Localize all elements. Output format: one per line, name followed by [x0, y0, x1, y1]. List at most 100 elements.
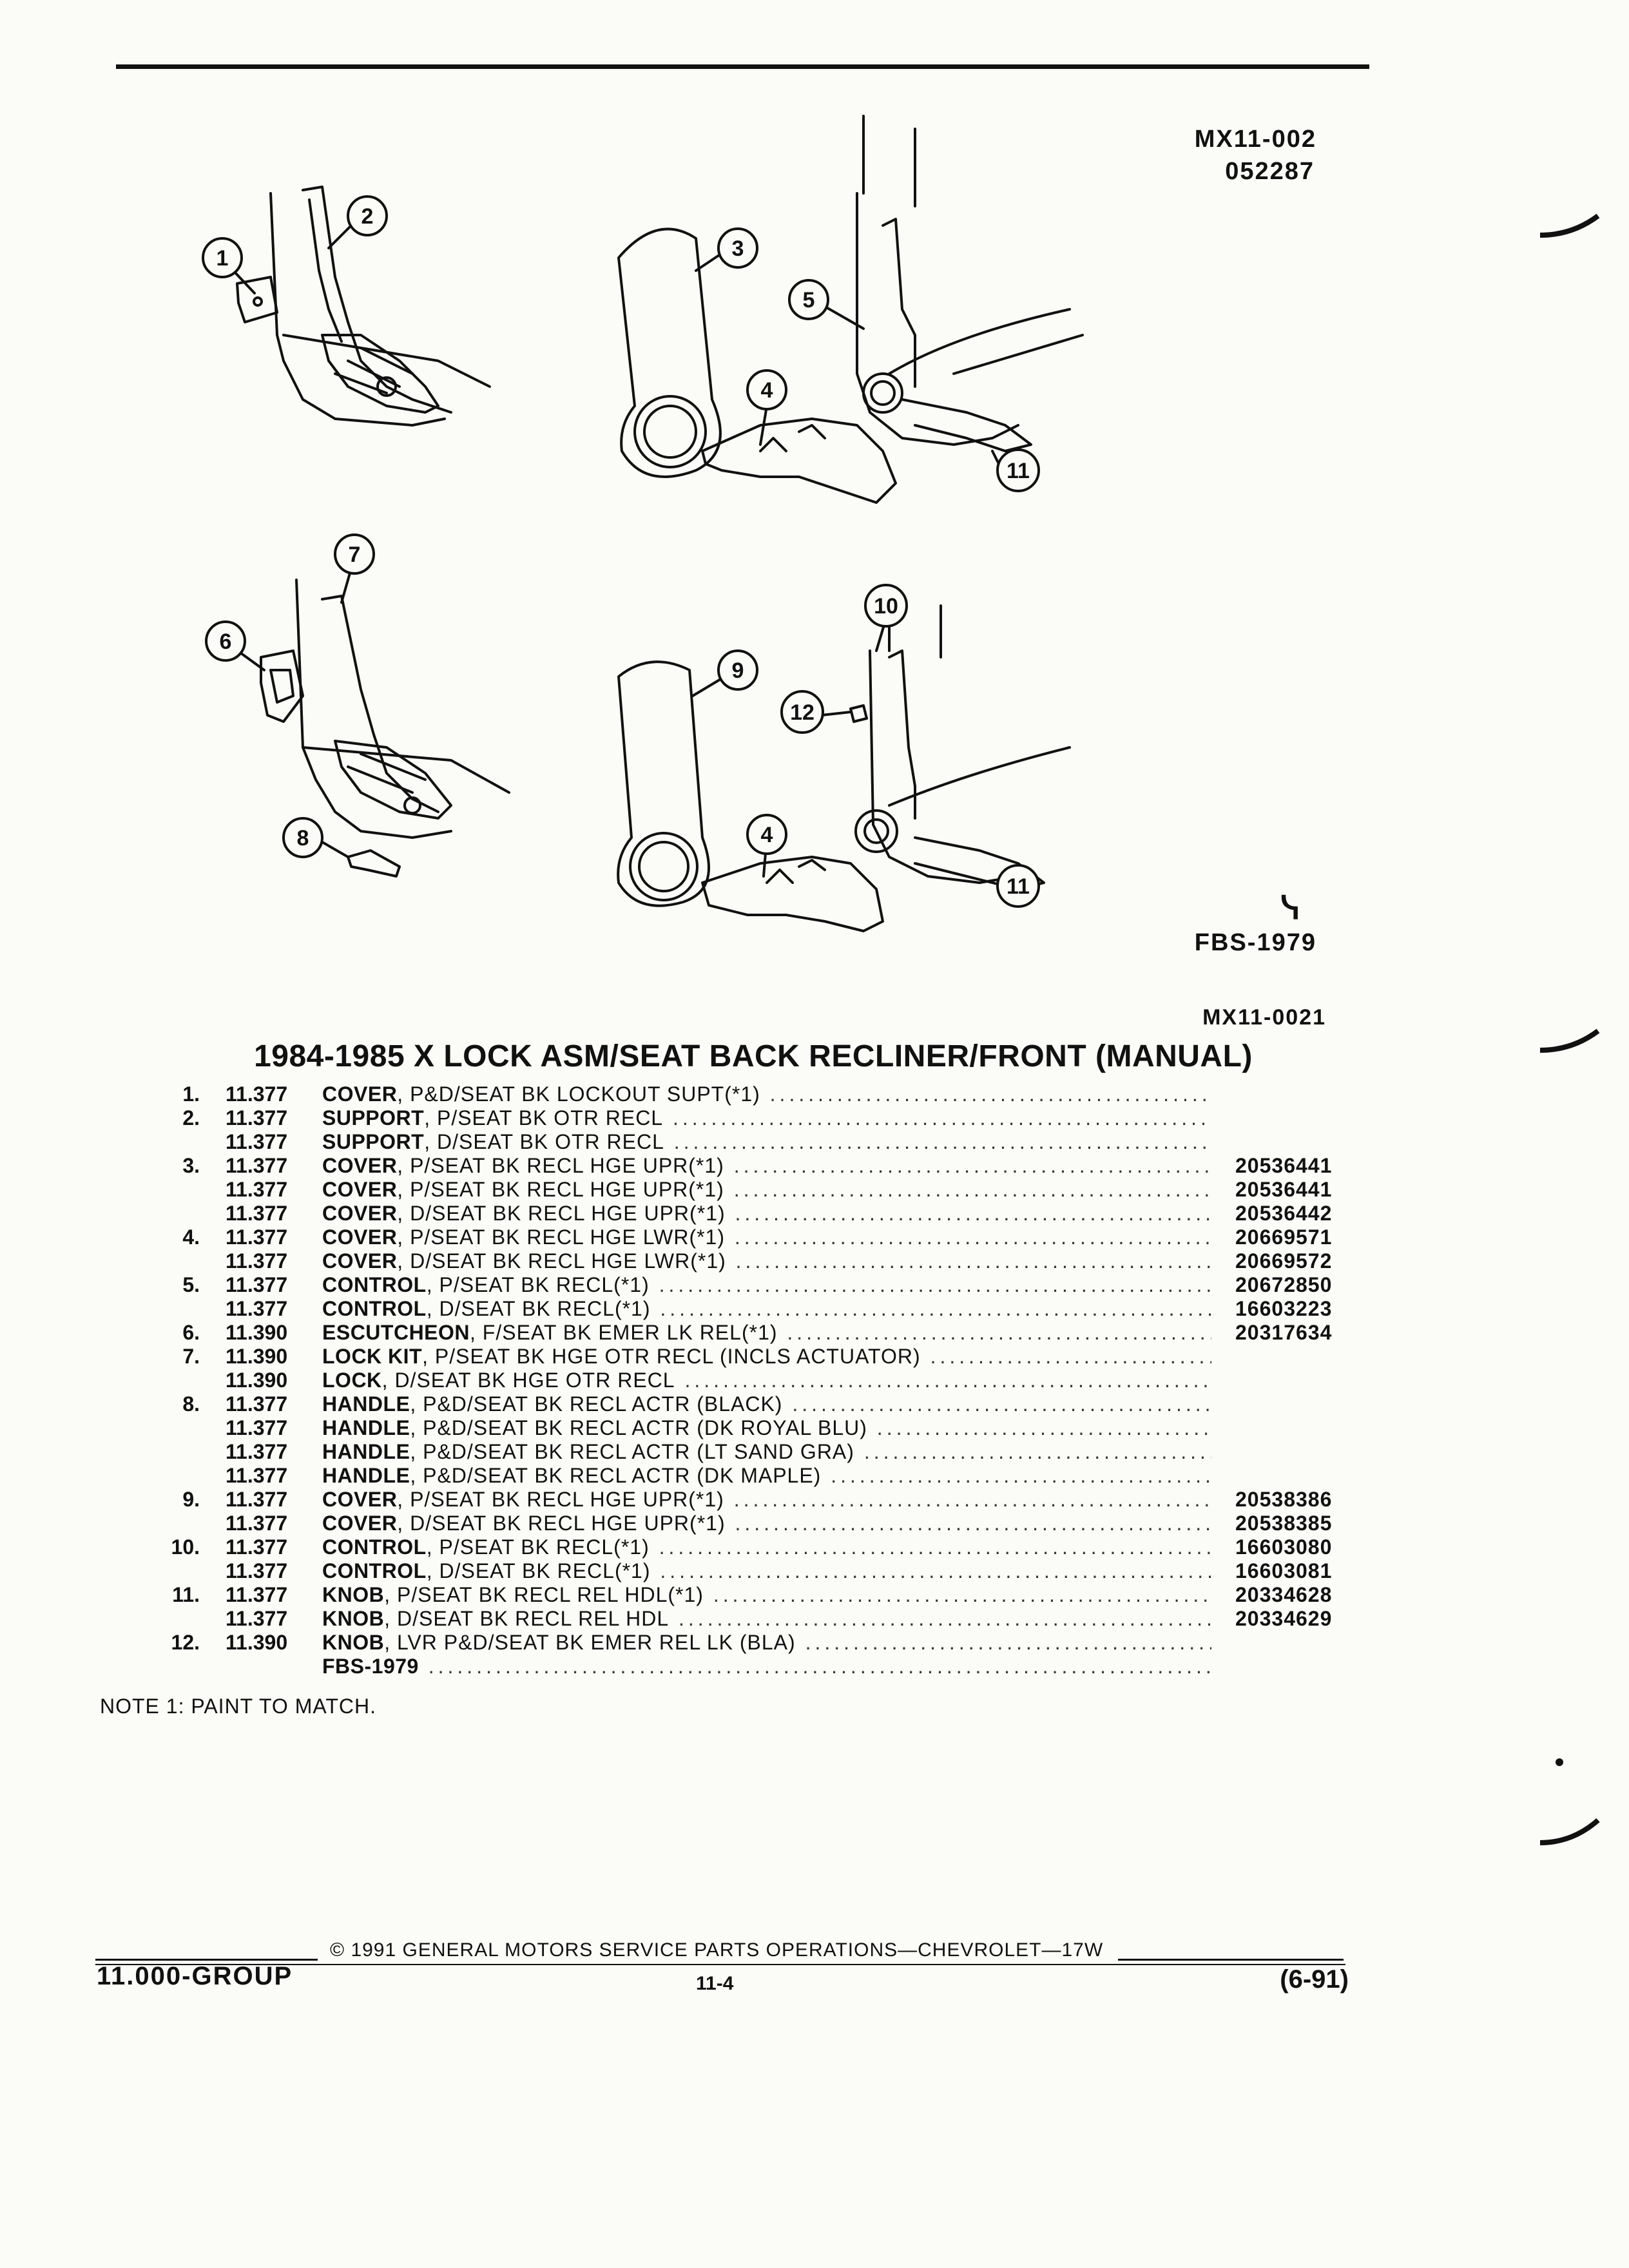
parts-row: 5. 11.377 CONTROL, P/SEAT BK RECL(*1) ..… [0, 1273, 1629, 1297]
part-number: 20536442 [1235, 1202, 1333, 1225]
footer-rule [95, 1964, 1345, 1965]
part-name: COVER [322, 1202, 398, 1225]
section-code: MX11-0021 [1202, 1005, 1326, 1030]
part-description: COVER, P/SEAT BK RECL HGE LWR(*1) ......… [322, 1225, 1211, 1249]
section-title-text: 1984-1985 X LOCK ASM/SEAT BACK RECLINER/… [254, 1039, 1253, 1073]
parts-row: FBS-1979 ...............................… [0, 1655, 1629, 1678]
part-name: LOCK KIT [322, 1345, 423, 1368]
callout-label: 12 [790, 700, 815, 725]
callout-7 [334, 533, 375, 575]
parts-row: 11.377 CONTROL, D/SEAT BK RECL(*1) .....… [0, 1297, 1629, 1321]
part-name: ESCUTCHEON [322, 1321, 470, 1344]
part-description: HANDLE, P&D/SEAT BK RECL ACTR (BLACK) ..… [322, 1392, 1211, 1416]
item-number: 5. [182, 1273, 200, 1296]
section-title: 1984-1985 X LOCK ASM/SEAT BACK RECLINER/… [0, 1039, 1629, 1074]
part-name: HANDLE [322, 1464, 410, 1487]
part-name: FBS-1979 [322, 1655, 419, 1678]
leader-dots: ........................................… [792, 1392, 1211, 1416]
part-name: COVER [322, 1512, 398, 1535]
leader-dots: ........................................… [660, 1559, 1211, 1582]
part-description: CONTROL, P/SEAT BK RECL(*1) ............… [322, 1535, 1211, 1559]
emergency-release-knob-part-12 [849, 704, 868, 723]
part-description: KNOB, LVR P&D/SEAT BK EMER REL LK (BLA) … [322, 1631, 1211, 1655]
outer-support-ul [302, 186, 414, 401]
part-name: HANDLE [322, 1392, 410, 1416]
parts-row: 7. 11.390 LOCK KIT, P/SEAT BK HGE OTR RE… [0, 1345, 1629, 1369]
leader-dots: ........................................… [672, 1106, 1211, 1129]
part-description: FBS-1979 ...............................… [322, 1655, 1211, 1678]
leader-dots: ........................................… [733, 1488, 1211, 1511]
part-detail: , P/SEAT BK RECL HGE LWR(*1) [397, 1225, 725, 1249]
leader-dots: ........................................… [930, 1345, 1211, 1368]
part-description: LOCK, D/SEAT BK HGE OTR RECL ...........… [322, 1369, 1211, 1392]
part-detail: , P&D/SEAT BK RECL ACTR (DK MAPLE) [410, 1464, 822, 1487]
callout-1 [202, 237, 243, 278]
leader-dots: ........................................… [735, 1249, 1211, 1273]
hinge-cover-upper-part-9 [617, 660, 710, 907]
item-number: 6. [182, 1321, 200, 1344]
leader-dots: ........................................… [679, 1607, 1211, 1630]
group-number: 11.390 [226, 1631, 288, 1654]
callout-8 [282, 817, 323, 858]
parts-row: 6. 11.390 ESCUTCHEON, F/SEAT BK EMER LK … [0, 1321, 1629, 1345]
part-detail: , P/SEAT BK OTR RECL [424, 1106, 664, 1129]
leader-dots: ........................................… [659, 1273, 1211, 1296]
part-name: KNOB [322, 1631, 385, 1654]
callout-label: 3 [732, 236, 744, 261]
leader-dots: ........................................… [735, 1202, 1211, 1225]
group-number: 11.377 [226, 1225, 288, 1249]
item-number: 8. [182, 1392, 200, 1416]
part-detail: , F/SEAT BK EMER LK REL(*1) [470, 1321, 778, 1344]
hinge-cover-upper-part-3 [617, 227, 722, 478]
parts-row: 10. 11.377 CONTROL, P/SEAT BK RECL(*1) .… [0, 1535, 1629, 1559]
leader-dots: ........................................… [733, 1178, 1211, 1201]
parts-row: 11.377 SUPPORT, D/SEAT BK OTR RECL .....… [0, 1130, 1629, 1154]
footer-rule-left [95, 1959, 318, 1961]
illustration-date-code: 052287 [1225, 158, 1315, 185]
parts-list: 1. 11.377 COVER, P&D/SEAT BK LOCKOUT SUP… [0, 1082, 1629, 1678]
part-number: 16603080 [1235, 1535, 1333, 1559]
leader-dots: ........................................… [805, 1631, 1211, 1654]
part-name: COVER [322, 1178, 398, 1201]
callout-label: 11 [1007, 459, 1030, 483]
group-number: 11.377 [226, 1202, 288, 1225]
part-description: HANDLE, P&D/SEAT BK RECL ACTR (LT SAND G… [322, 1440, 1211, 1464]
note-text: NOTE 1: PAINT TO MATCH. [100, 1695, 376, 1718]
parts-row: 11.377 HANDLE, P&D/SEAT BK RECL ACTR (DK… [0, 1464, 1629, 1488]
part-description: COVER, D/SEAT BK RECL HGE LWR(*1) ......… [322, 1249, 1211, 1273]
group-number: 11.377 [226, 1607, 288, 1630]
part-description: COVER, P/SEAT BK RECL HGE UPR(*1) ......… [322, 1488, 1211, 1512]
parts-row: 4. 11.377 COVER, P/SEAT BK RECL HGE LWR(… [0, 1225, 1629, 1249]
part-name: CONTROL [322, 1535, 427, 1559]
leader-dots: ........................................… [659, 1535, 1211, 1559]
part-description: COVER, P/SEAT BK RECL HGE UPR(*1) ......… [322, 1154, 1211, 1178]
part-name: KNOB [322, 1607, 385, 1630]
leader-dots: ........................................… [733, 1154, 1211, 1177]
part-number: 20536441 [1235, 1154, 1333, 1177]
group-number: 11.377 [226, 1392, 288, 1416]
group-number: 11.377 [226, 1082, 288, 1106]
callout-label: 1 [217, 246, 229, 271]
callout-11b [996, 864, 1040, 908]
leader-dots: ........................................… [863, 1440, 1211, 1463]
part-name: KNOB [322, 1583, 385, 1606]
callout-label: 4 [761, 378, 773, 403]
part-number: 20334628 [1235, 1583, 1333, 1606]
escutcheon-part-6 [260, 649, 304, 723]
part-description: CONTROL, P/SEAT BK RECL(*1) ............… [322, 1273, 1211, 1297]
item-number: 2. [182, 1106, 200, 1129]
recliner-control-part-5 [856, 192, 1019, 446]
footer-rule-right [1118, 1959, 1344, 1961]
recliner-exploded-view: 1 2 3 4 5 11 6 7 8 9 10 12 4 11 [202, 115, 1084, 932]
callout-4b [746, 814, 787, 855]
part-detail: , LVR P&D/SEAT BK EMER REL LK (BLA) [384, 1631, 796, 1654]
group-number: 11.377 [226, 1535, 288, 1559]
item-number: 11. [172, 1583, 200, 1606]
leader-dots: ........................................… [787, 1321, 1211, 1344]
callout-11 [996, 448, 1040, 492]
parts-row: 11.390 LOCK, D/SEAT BK HGE OTR RECL ....… [0, 1369, 1629, 1392]
part-detail: , D/SEAT BK HGE OTR RECL [381, 1369, 675, 1392]
hinge-cover-lower-part-4b [701, 856, 884, 932]
callout-label: 9 [732, 658, 744, 683]
callout-label: 4 [761, 823, 773, 847]
